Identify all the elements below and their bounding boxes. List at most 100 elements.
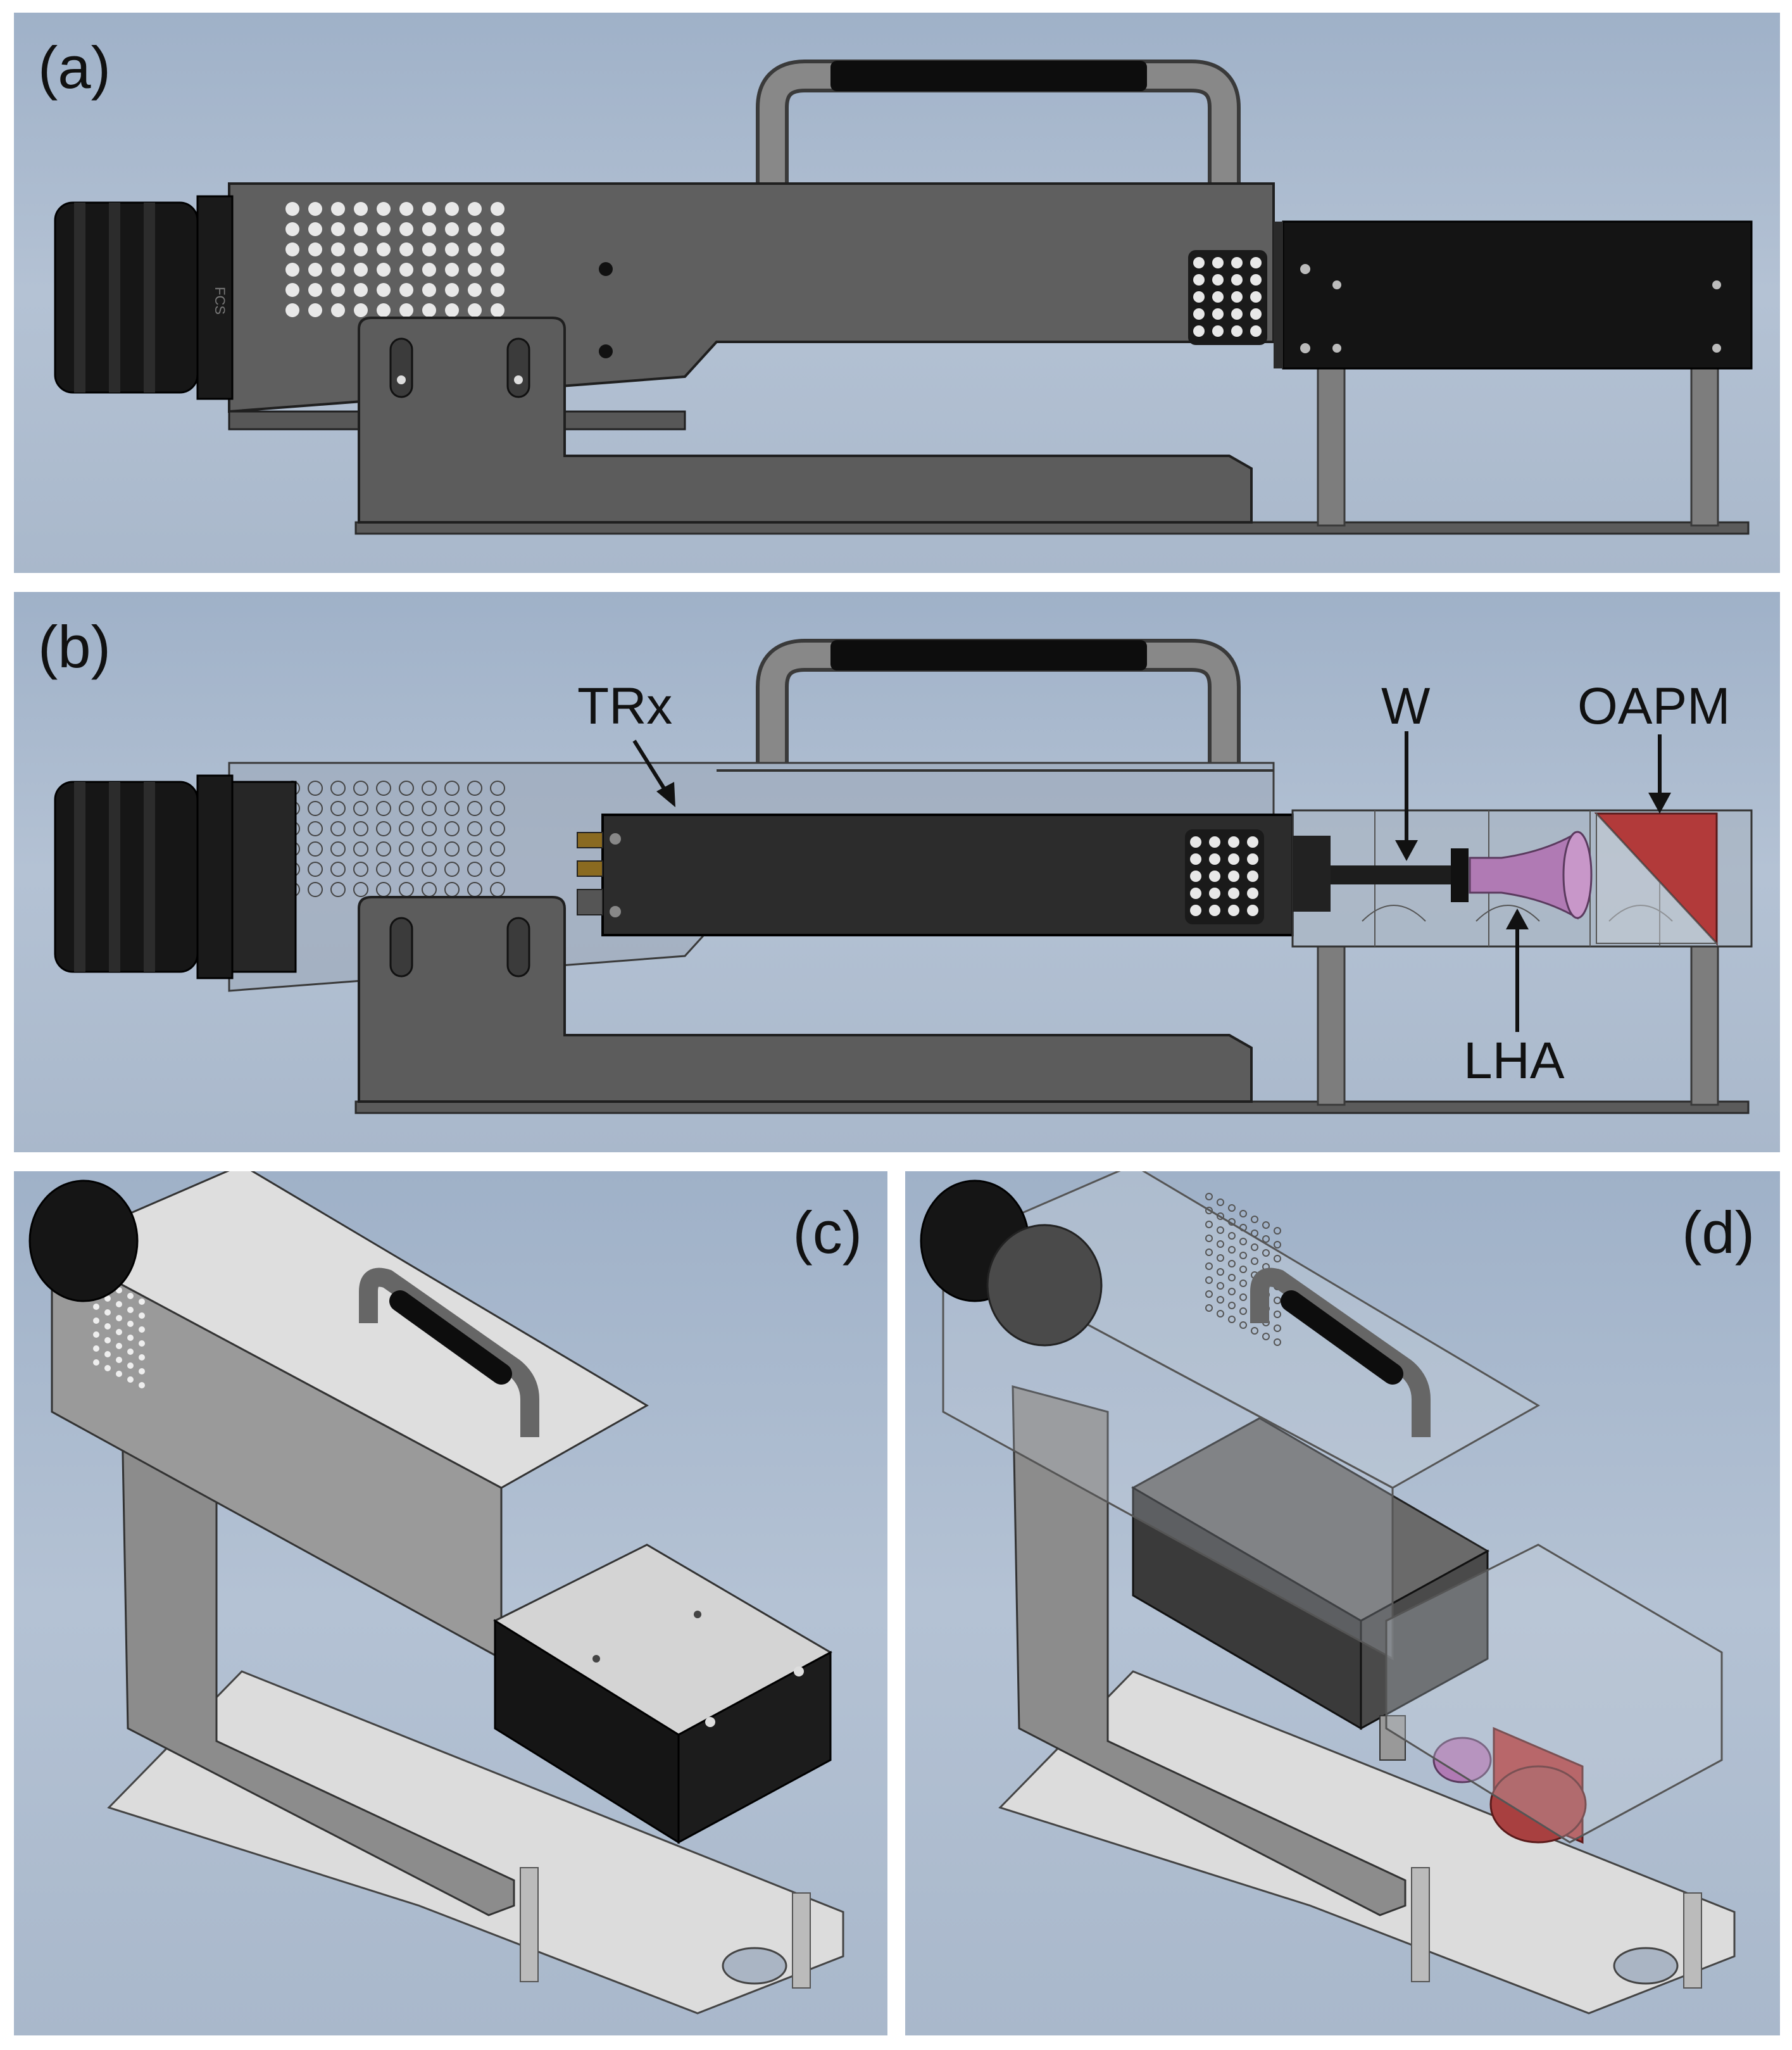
vent-hole bbox=[1193, 308, 1205, 320]
transparent-enclosure-side bbox=[942, 1245, 1394, 1661]
vent-hole bbox=[1262, 1333, 1270, 1340]
vent-hole bbox=[127, 1335, 134, 1341]
vent-hole bbox=[399, 821, 414, 836]
gland-rib bbox=[109, 203, 120, 393]
vent-hole bbox=[1217, 1254, 1224, 1262]
vent-hole bbox=[308, 303, 322, 317]
vent-hole bbox=[399, 841, 414, 857]
vent-hole bbox=[468, 202, 482, 216]
oapm-arrow-head bbox=[1648, 793, 1671, 814]
vent-hole bbox=[444, 781, 460, 796]
vent-hole bbox=[1217, 1282, 1224, 1290]
vent-hole bbox=[1205, 1276, 1213, 1284]
vent-hole bbox=[490, 821, 505, 836]
vent-hole bbox=[444, 821, 460, 836]
mounting-bracket bbox=[1012, 1385, 1407, 1916]
vent-hole bbox=[285, 283, 299, 297]
vent-hole bbox=[354, 202, 368, 216]
vent-hole bbox=[285, 263, 299, 277]
vent-hole bbox=[353, 862, 368, 877]
handle-grip bbox=[389, 1290, 512, 1385]
support-rod bbox=[1690, 945, 1719, 1106]
vent-hole bbox=[93, 1359, 99, 1366]
vent-hole bbox=[331, 303, 345, 317]
vent-hole bbox=[399, 862, 414, 877]
panel-label-b: (b) bbox=[38, 613, 111, 680]
vent-hole bbox=[308, 202, 322, 216]
housing-screw bbox=[1712, 280, 1721, 289]
vent-hole bbox=[422, 821, 437, 836]
vent-hole bbox=[104, 1323, 111, 1330]
vent-hole bbox=[1217, 1198, 1224, 1206]
vent-hole bbox=[399, 263, 413, 277]
vent-hole bbox=[308, 242, 322, 256]
vent-hole bbox=[139, 1354, 145, 1361]
vent-hole bbox=[1193, 257, 1205, 268]
waveguide bbox=[1331, 865, 1463, 884]
transparent-view-drawing bbox=[54, 639, 1753, 1114]
vent-hole bbox=[1250, 291, 1262, 303]
vent-hole bbox=[1228, 1288, 1236, 1295]
vent-hole bbox=[1274, 1338, 1281, 1346]
vent-hole bbox=[1239, 1210, 1247, 1217]
housing-arc bbox=[1476, 905, 1540, 922]
vent-hole bbox=[1247, 888, 1258, 899]
side-view-drawing: FCS bbox=[54, 60, 1753, 535]
gland-rib bbox=[109, 782, 120, 972]
vent-hole bbox=[422, 283, 436, 297]
vent-hole bbox=[377, 242, 391, 256]
vent-hole bbox=[444, 801, 460, 816]
vent-hole bbox=[399, 202, 413, 216]
vent-hole bbox=[376, 821, 391, 836]
vent-hole bbox=[331, 222, 345, 236]
vent-hole bbox=[1212, 291, 1224, 303]
vent-hole bbox=[330, 841, 346, 857]
vent-hole bbox=[1239, 1252, 1247, 1259]
vent-hole bbox=[116, 1301, 122, 1307]
lha-arrow-head bbox=[1506, 909, 1529, 929]
vent-hole bbox=[491, 242, 504, 256]
vent-hole bbox=[1250, 274, 1262, 286]
vent-hole bbox=[422, 222, 436, 236]
vent-hole bbox=[354, 263, 368, 277]
vent-hole bbox=[1209, 836, 1220, 848]
vent-hole bbox=[422, 242, 436, 256]
vent-hole bbox=[1205, 1248, 1213, 1256]
w-callout: W bbox=[1381, 677, 1431, 735]
lens-horn-antenna bbox=[1432, 1737, 1492, 1783]
cable-gland bbox=[54, 201, 199, 394]
vent-hole bbox=[1217, 1310, 1224, 1317]
vent-hole bbox=[1217, 1212, 1224, 1220]
trx-screw bbox=[610, 906, 621, 917]
transparent-optics-housing bbox=[1385, 1544, 1723, 1844]
vent-hole bbox=[1190, 871, 1201, 882]
vent-hole bbox=[104, 1351, 111, 1357]
vent-hole bbox=[1239, 1238, 1247, 1245]
vent-hole bbox=[1274, 1324, 1281, 1332]
vent-hole bbox=[354, 303, 368, 317]
vent-hole bbox=[422, 263, 436, 277]
vent-hole bbox=[490, 862, 505, 877]
housing-screw bbox=[1712, 344, 1721, 353]
vent-hole bbox=[1231, 274, 1243, 286]
housing-screw bbox=[1300, 343, 1310, 353]
vent-hole bbox=[104, 1295, 111, 1302]
vent-hole bbox=[116, 1329, 122, 1335]
vent-hole bbox=[468, 303, 482, 317]
vent-hole bbox=[1205, 1235, 1213, 1242]
support-rod bbox=[1411, 1867, 1430, 1982]
enclosure-top bbox=[49, 1171, 649, 1489]
vent-hole bbox=[139, 1326, 145, 1333]
vent-hole bbox=[1228, 905, 1239, 916]
mounting-bracket bbox=[358, 317, 1253, 524]
handle-grip bbox=[830, 61, 1147, 91]
base-plate bbox=[107, 1670, 844, 2015]
vent-hole bbox=[354, 242, 368, 256]
vent-hole bbox=[1262, 1235, 1270, 1243]
mounting-bracket bbox=[358, 896, 1253, 1103]
waveguide-flange bbox=[1451, 848, 1469, 902]
vent-hole bbox=[308, 882, 323, 897]
vent-hole bbox=[490, 841, 505, 857]
plate-screw bbox=[694, 1611, 701, 1618]
vent-hole bbox=[1217, 1226, 1224, 1234]
